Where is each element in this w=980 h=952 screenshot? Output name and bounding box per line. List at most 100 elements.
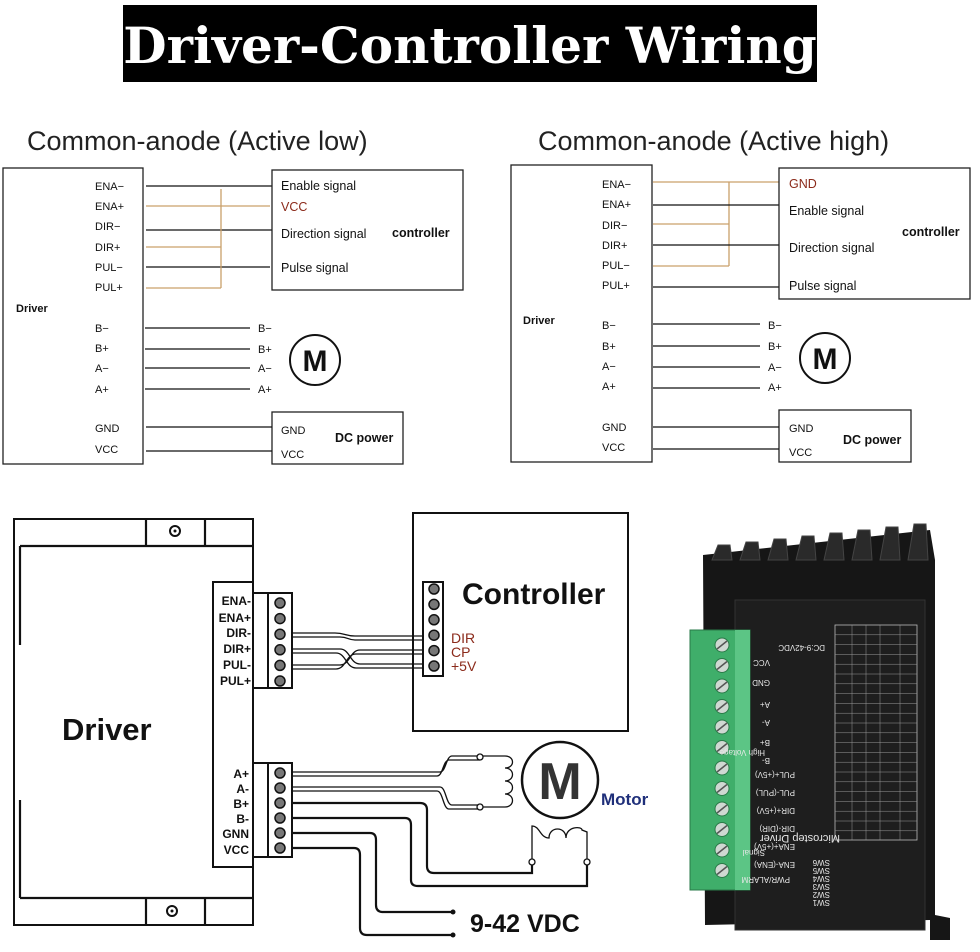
active-low-heading: Common-anode (Active low) — [27, 126, 368, 156]
controller-label: Controller — [462, 578, 606, 611]
power-terminal: VCC — [789, 447, 812, 459]
motor-wires — [653, 323, 760, 389]
pin-label: A− — [602, 361, 616, 373]
motor-terminal: B− — [768, 320, 782, 332]
stepper-driver-photo: DC:9-42VDC Microstep Driver High Voltage… — [689, 523, 950, 940]
controller-input: Pulse signal — [789, 279, 856, 293]
pin-label: PUL+ — [602, 280, 630, 292]
terminal-screw-icon — [274, 628, 286, 640]
controller-title: controller — [902, 225, 960, 239]
pin-label: ENA− — [95, 181, 124, 193]
controller-input: VCC — [281, 200, 307, 214]
controller-box — [271, 169, 464, 291]
signal-wires — [146, 185, 272, 289]
terminal-screw-icon — [274, 842, 286, 854]
svg-text:DIR-(DIR): DIR-(DIR) — [759, 824, 795, 833]
svg-text:SW2: SW2 — [812, 890, 830, 899]
svg-text:SW3: SW3 — [812, 882, 830, 891]
svg-text:SW4: SW4 — [812, 874, 830, 883]
pin-label: A+ — [233, 767, 249, 781]
power-wires — [146, 426, 272, 452]
pin-label: ENA- — [222, 594, 251, 608]
terminal-screw-icon — [274, 812, 286, 824]
pin-label: ENA+ — [602, 199, 631, 211]
motor-letter: M — [813, 343, 838, 376]
active-low-diagram: Common-anode (Active low) Driver ENA− EN… — [2, 126, 464, 465]
pin-label: A+ — [95, 384, 109, 396]
dc-power-box — [778, 409, 912, 463]
motor-wires — [145, 327, 250, 390]
pin-label: DIR+ — [602, 240, 627, 252]
active-high-heading: Common-anode (Active high) — [538, 126, 889, 156]
pin-label: A- — [236, 782, 249, 796]
dip-switch-table — [834, 624, 918, 841]
pin-label: +5V — [451, 658, 477, 674]
active-high-diagram: Common-anode (Active high) Driver ENA− E… — [510, 126, 971, 463]
pin-label: DIR− — [602, 220, 627, 232]
svg-text:ENA-(ENA): ENA-(ENA) — [754, 860, 795, 869]
motor-terminal: B+ — [258, 344, 272, 356]
svg-text:A-: A- — [762, 718, 770, 727]
controller-title: controller — [392, 226, 450, 240]
svg-text:A+: A+ — [760, 700, 770, 709]
pin-label: DIR+ — [223, 642, 251, 656]
pin-label: CP — [451, 644, 470, 660]
controller-box — [412, 512, 629, 732]
svg-text:DIR+(+5V): DIR+(+5V) — [756, 806, 795, 815]
dc-power-title: DC power — [335, 431, 393, 445]
terminal-screw-icon — [428, 598, 440, 611]
motor-letter: M — [538, 753, 581, 811]
pin-label: VCC — [224, 843, 250, 857]
pin-label: PUL- — [223, 658, 251, 672]
svg-text:B+: B+ — [760, 738, 770, 747]
controller-input: Direction signal — [281, 227, 366, 241]
svg-text:B-: B- — [762, 756, 770, 765]
pin-label: B− — [602, 320, 616, 332]
terminal-screw-icon — [274, 767, 286, 779]
terminal-screw-icon — [428, 614, 440, 626]
output-terminal-block — [252, 762, 293, 858]
driver-box — [2, 167, 144, 465]
pin-label: B− — [95, 323, 109, 335]
pin-label: PUL+ — [220, 674, 251, 688]
motor-terminal: A− — [258, 363, 272, 375]
physical-wiring-diagram: Driver ENA- ENA+ DIR- DIR+ PUL- PUL+ A+ … — [13, 512, 649, 938]
motor-label: Motor — [601, 790, 649, 809]
controller-input: Enable signal — [281, 179, 356, 193]
pin-label: DIR- — [226, 626, 251, 640]
svg-text:Signal: Signal — [743, 848, 765, 857]
motor-symbol — [289, 334, 341, 386]
svg-text:Microstep Driver: Microstep Driver — [760, 832, 840, 844]
motor-symbol — [520, 740, 600, 820]
terminal-screw-icon — [428, 583, 440, 595]
motor-wires — [292, 753, 591, 938]
power-wires — [653, 426, 779, 450]
svg-text:SW1: SW1 — [812, 898, 830, 907]
terminal-screw-icon — [428, 644, 440, 657]
svg-text:SW6: SW6 — [812, 858, 830, 867]
svg-text:PUL+(+5V): PUL+(+5V) — [755, 770, 795, 779]
pin-label: GND — [95, 423, 120, 435]
motor-symbol — [799, 332, 851, 384]
pin-label: VCC — [95, 444, 118, 456]
driver-label: Driver — [16, 303, 49, 315]
terminal-screw-icon — [274, 782, 286, 794]
dc-power-title: DC power — [843, 433, 901, 447]
pin-label: B- — [236, 812, 249, 826]
pin-label: B+ — [233, 797, 249, 811]
pin-label: B+ — [602, 341, 616, 353]
motor-terminal: A− — [768, 362, 782, 374]
motor-letter: M — [303, 345, 328, 378]
signal-pin-labels: ENA− ENA+ DIR− DIR+ PUL− PUL+ B− B+ A− A… — [602, 179, 631, 454]
controller-pin-labels: DIR CP +5V — [451, 630, 477, 674]
page-title: Driver-Controller Wiring — [123, 16, 816, 75]
pin-label: GNN — [222, 827, 249, 841]
heatsink-fins — [711, 523, 929, 561]
terminal-screw-icon — [274, 644, 286, 656]
terminal-screw-icon — [274, 797, 286, 809]
power-terminal: GND — [789, 423, 814, 435]
title-banner — [123, 5, 817, 82]
coil-a — [480, 755, 514, 808]
terminal-screw-icon — [274, 597, 286, 609]
